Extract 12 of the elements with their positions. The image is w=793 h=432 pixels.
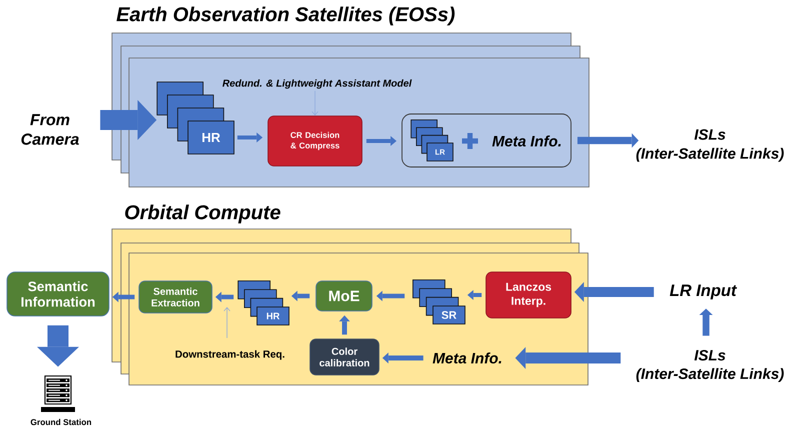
block-arrow — [574, 282, 654, 302]
label: ISLs (Inter-Satellite Links) — [636, 129, 784, 162]
heading: Orbital Compute — [125, 204, 280, 224]
arrow — [699, 308, 713, 336]
label: Ground Station — [30, 418, 92, 426]
label: LR Input — [670, 284, 737, 300]
process-box: Semantic Information — [6, 272, 110, 316]
label: ISLs (Inter-Satellite Links) — [636, 350, 784, 382]
block-arrow — [37, 325, 79, 367]
label: From Camera — [21, 114, 79, 145]
heading: Earth Observation Satellites (EOSs) — [116, 6, 455, 26]
arrow — [577, 133, 639, 148]
